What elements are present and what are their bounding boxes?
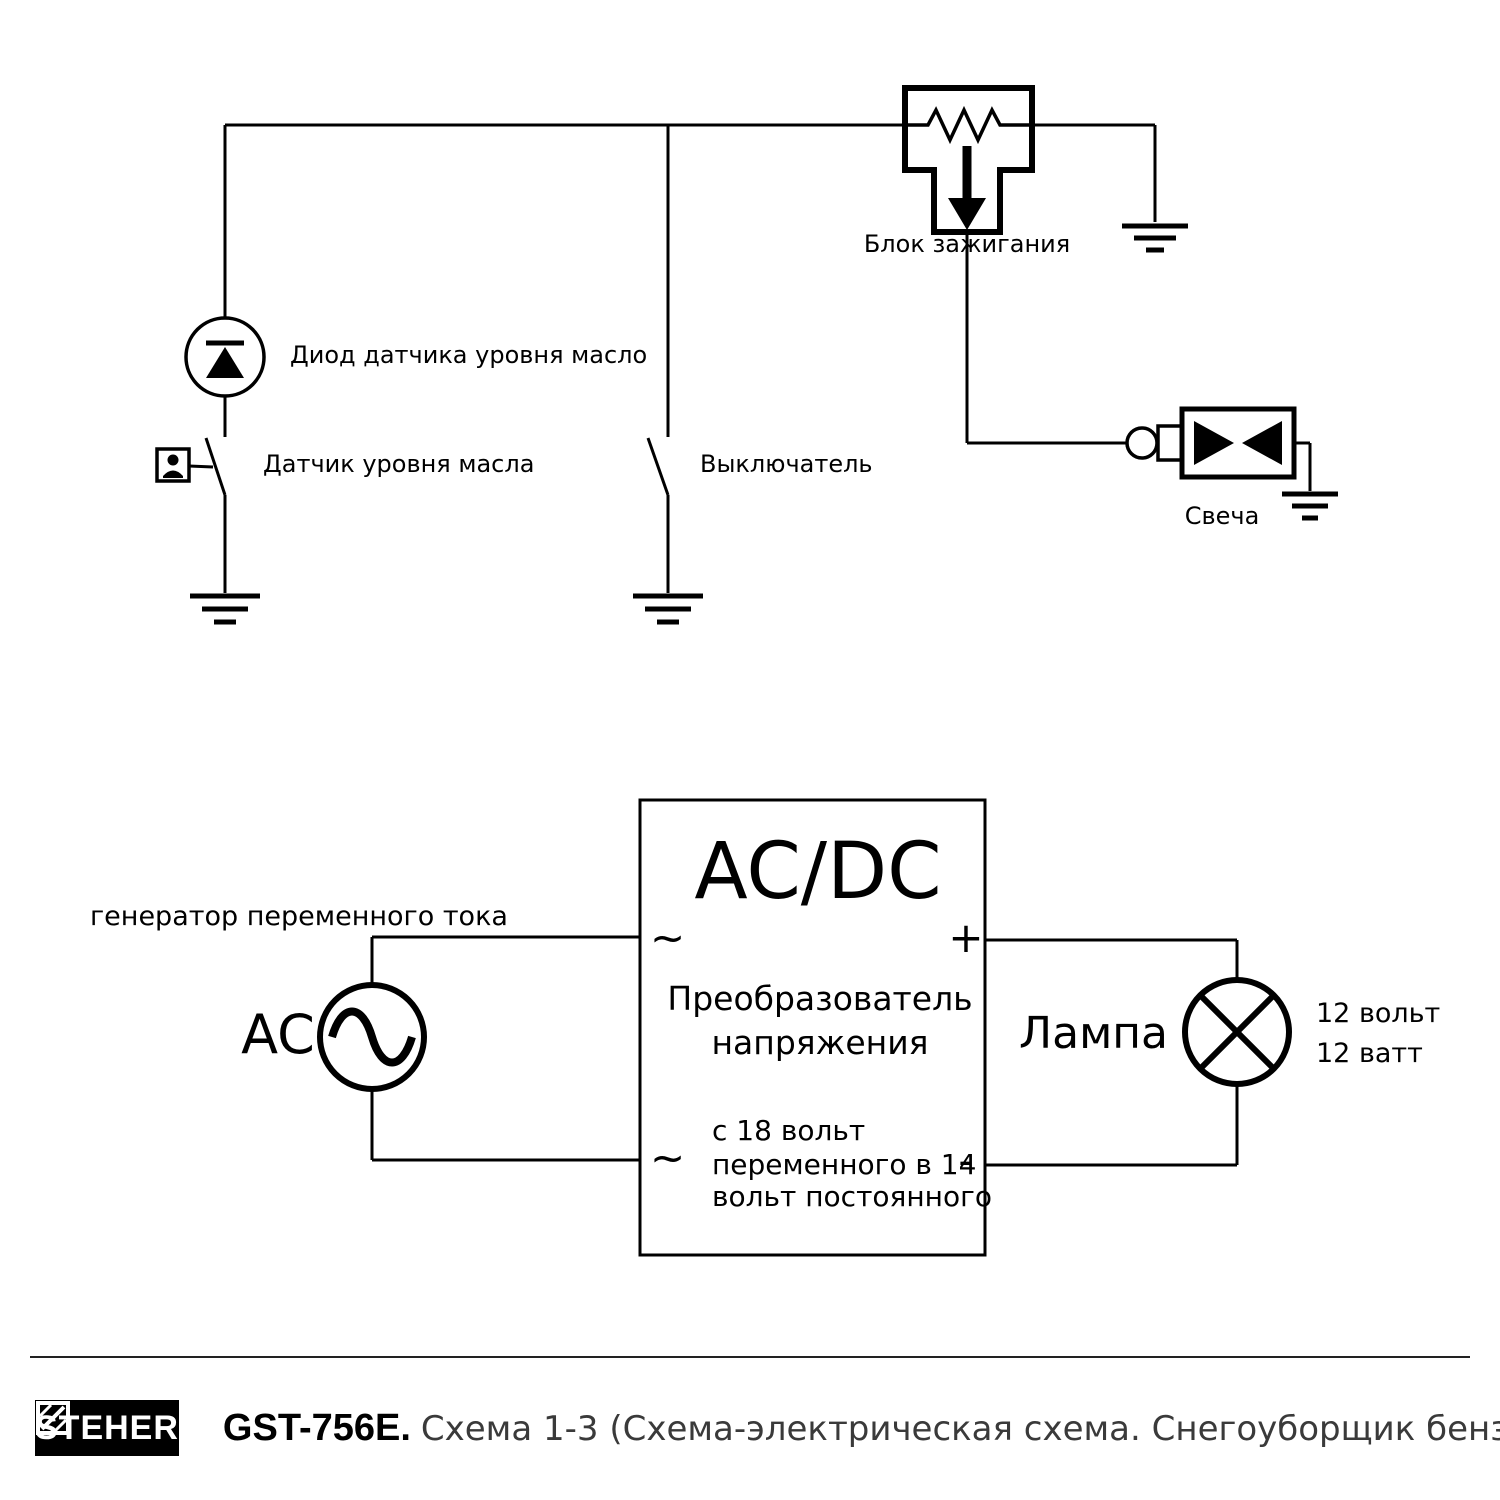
converter-terminal-tilde-top: ~ — [650, 913, 685, 962]
oil-level-sensor-switch — [155, 396, 227, 593]
oil-sensor-icon — [155, 447, 191, 483]
footer-divider — [30, 1356, 1470, 1358]
acdc-converter-box — [638, 798, 987, 1257]
generator-wires — [370, 935, 640, 1162]
generator-label: генератор переменного тока — [90, 901, 508, 932]
oil-diode-label: Диод датчика уровня масло — [290, 341, 647, 369]
lamp-watts-label: 12 ватт — [1316, 1038, 1423, 1069]
ac-generator — [317, 982, 427, 1092]
converter-desc-line3: вольт постоянного — [712, 1180, 992, 1213]
ignition-block — [902, 85, 1035, 235]
steher-logo-icon — [36, 1401, 70, 1435]
ground-symbol-spark-plug — [1282, 491, 1338, 521]
footer: STEHER GST-756E.Схема 1-3 (Схема-электри… — [35, 1400, 1500, 1456]
converter-name-line1: Преобразователь — [667, 979, 972, 1018]
spark-plug-label: Свеча — [1185, 502, 1260, 530]
oil-sensor-label: Датчик уровня масла — [263, 450, 534, 478]
oil-level-diode — [184, 316, 266, 398]
converter-desc-line1: с 18 вольт — [712, 1114, 865, 1147]
ignition-arrow-icon — [948, 146, 986, 230]
converter-terminal-plus: + — [948, 913, 983, 962]
schematic-caption: Схема 1-3 (Схема-электрическая схема. Сн… — [420, 1408, 1500, 1449]
converter-terminal-minus: - — [958, 1136, 973, 1185]
ac-source-label: AC — [241, 1003, 315, 1066]
footer-caption-line: GST-756E.Схема 1-3 (Схема-электрическая … — [223, 1407, 1500, 1450]
steher-logo: STEHER — [35, 1400, 179, 1456]
converter-title: AC/DC — [694, 827, 941, 917]
lamp-label: Лампа — [1019, 1008, 1168, 1059]
lamp-wires — [985, 938, 1239, 1167]
ground-symbol-switch — [633, 593, 703, 625]
power-switch — [646, 437, 670, 593]
resistor-symbol — [905, 105, 1030, 145]
ground-symbol-oil-sensor — [190, 593, 260, 625]
converter-name-line2: напряжения — [711, 1023, 928, 1062]
spark-plug — [1125, 406, 1297, 480]
lamp — [1182, 977, 1292, 1087]
spark-plug-wires — [965, 232, 1312, 491]
ground-symbol-ignition — [1122, 223, 1188, 253]
top-bus-wires — [223, 123, 1157, 437]
power-switch-label: Выключатель — [700, 450, 873, 478]
sine-wave-icon — [328, 1007, 416, 1067]
converter-terminal-tilde-bottom: ~ — [650, 1133, 685, 1182]
model-number: GST-756E. — [222, 1406, 411, 1449]
converter-desc-line2: переменного в 14 — [712, 1148, 976, 1181]
lamp-volts-label: 12 вольт — [1316, 998, 1440, 1029]
